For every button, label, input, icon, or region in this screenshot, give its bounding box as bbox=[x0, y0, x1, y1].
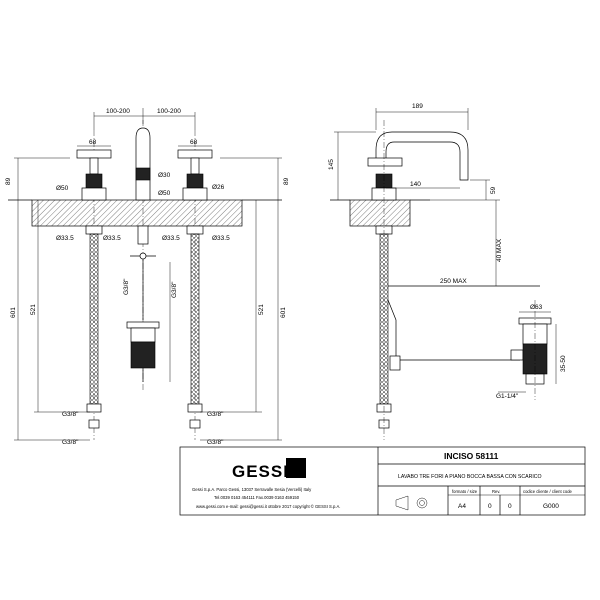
dim-spacing-right: 100-200 bbox=[157, 108, 181, 115]
dim-spout-59: 59 bbox=[490, 186, 497, 194]
dim-dia-33-5-b: Ø33.5 bbox=[103, 235, 121, 242]
dim-len-601-right: 601 bbox=[280, 307, 287, 318]
dim-len-521-right: 521 bbox=[258, 304, 265, 315]
rev-value-b: 0 bbox=[508, 503, 512, 510]
projection-symbol-icon bbox=[395, 495, 428, 511]
client-code-value: G000 bbox=[543, 503, 559, 510]
dim-dia-33-5-c: Ø33.5 bbox=[162, 235, 180, 242]
side-waste-assembly bbox=[510, 317, 552, 385]
dim-dia-63: Ø63 bbox=[530, 304, 543, 311]
side-spout bbox=[375, 131, 469, 181]
gessi-logo: GESSI bbox=[232, 462, 289, 481]
dim-dia-26: Ø26 bbox=[212, 184, 225, 191]
dim-max-250: 250 MAX bbox=[440, 278, 467, 285]
dim-dia-30: Ø30 bbox=[158, 172, 171, 179]
dim-spacing-left: 100-200 bbox=[106, 108, 130, 115]
dim-reach-140: 140 bbox=[410, 181, 421, 188]
dim-dia-33-5-d: Ø33.5 bbox=[212, 235, 230, 242]
dim-g38-bottom-right-a: G3/8" bbox=[207, 411, 224, 418]
title-block: GESSI Gessi S.p.A. Parco Gessi, 13037 Se… bbox=[179, 446, 586, 516]
dim-dia-50-left: Ø50 bbox=[56, 185, 69, 192]
footer-line: www.gessi.com e-mail: gessi@gessi.it ott… bbox=[196, 504, 340, 509]
rev-value-a: 0 bbox=[488, 503, 492, 510]
client-code-label: codice cliente / client code bbox=[523, 489, 573, 494]
dim-max-40: 40 MAX bbox=[496, 238, 503, 262]
countertop-section bbox=[31, 199, 243, 227]
dim-height-35-50: 35-50 bbox=[560, 355, 567, 372]
left-handle bbox=[76, 149, 112, 235]
dim-dia-50-right: Ø50 bbox=[158, 190, 171, 197]
dim-dia-33-5-a: Ø33.5 bbox=[56, 235, 74, 242]
dim-handle-width-right: 68 bbox=[190, 139, 198, 146]
dim-width-189: 189 bbox=[412, 103, 423, 110]
product-title: INCISO 58111 bbox=[444, 451, 499, 461]
company-line: Gessi S.p.A. Parco Gessi, 13037 Serraval… bbox=[192, 487, 312, 492]
dim-height-right: 89 bbox=[283, 177, 290, 185]
contact-line: Tel.0039 0163 454111 Fax.0039 0163 45915… bbox=[214, 495, 300, 500]
side-countertop-section bbox=[349, 199, 411, 227]
rev-label: Rev. bbox=[492, 489, 500, 494]
logo-square bbox=[286, 458, 306, 478]
front-view: 100-200 100-200 68 68 89 89 Ø50 Ø50 Ø30 … bbox=[5, 108, 290, 446]
dim-g38-bottom-right-b: G3/8" bbox=[207, 439, 224, 446]
dim-handle-width-left: 68 bbox=[89, 139, 97, 146]
dim-height-145: 145 bbox=[328, 159, 335, 170]
left-hose bbox=[89, 233, 99, 405]
format-label: formato / size bbox=[452, 489, 478, 494]
dim-g38-vertical-left: G3/8" bbox=[123, 278, 130, 295]
format-value: A4 bbox=[458, 503, 466, 510]
dim-len-521-left: 521 bbox=[30, 304, 37, 315]
dim-thread-g114: G1-1/4" bbox=[496, 393, 519, 400]
right-hose bbox=[190, 233, 200, 405]
dim-g38-bottom-left-b: G3/8" bbox=[62, 439, 79, 446]
product-description: LAVABO TRE FORI A PIANO BOCCA BASSA CON … bbox=[398, 474, 542, 480]
dim-g38-bottom-left-a: G3/8" bbox=[62, 411, 79, 418]
center-spout bbox=[130, 127, 156, 260]
dim-g38-vertical-right: G3/8" bbox=[171, 281, 178, 298]
side-view: 189 145 140 59 40 MAX 250 MAX Ø63 35-50 … bbox=[328, 103, 567, 440]
waste-assembly bbox=[126, 259, 160, 382]
dim-len-601-left: 601 bbox=[10, 307, 17, 318]
right-handle bbox=[177, 149, 213, 235]
dim-height-left: 89 bbox=[5, 177, 12, 185]
